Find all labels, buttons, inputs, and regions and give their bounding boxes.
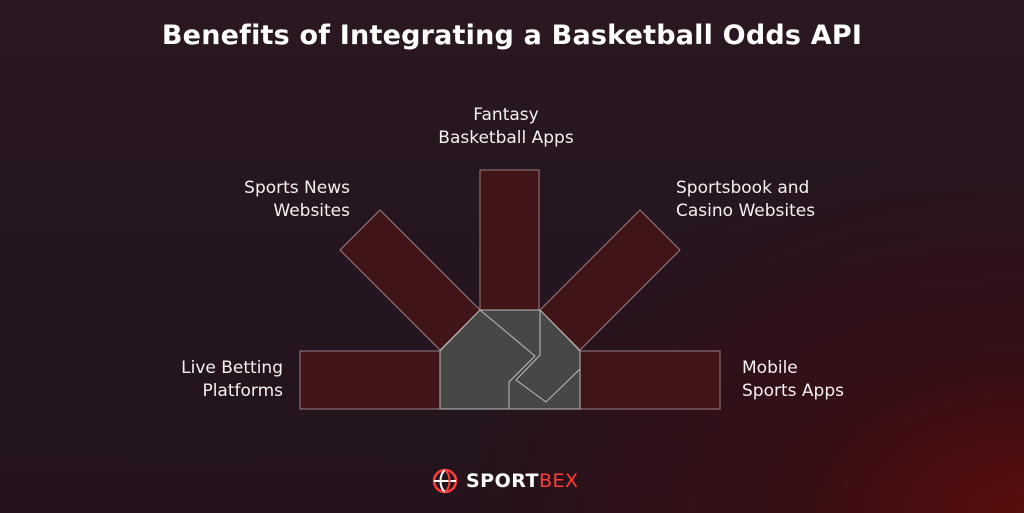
logo-text-bex: BEX	[539, 470, 579, 492]
label-line: Basketball Apps	[438, 128, 574, 148]
label-line: Sports News	[244, 178, 350, 198]
label-sports-news-websites: Sports News Websites	[130, 177, 350, 223]
label-line: Live Betting	[181, 358, 283, 378]
logo-text-sport: SPORT	[466, 470, 539, 492]
core-divider	[515, 310, 581, 403]
label-line: Platforms	[202, 381, 283, 401]
page-title: Benefits of Integrating a Basketball Odd…	[161, 20, 863, 51]
basketball-logo-icon	[432, 468, 458, 494]
bar-fantasy	[479, 169, 540, 311]
core-divider	[479, 309, 536, 409]
bar-sportsbook	[539, 209, 681, 351]
label-line: Casino Websites	[676, 201, 816, 221]
label-fantasy-basketball-apps: Fantasy Basketball Apps	[406, 104, 606, 150]
label-line: Mobile	[742, 358, 798, 378]
label-line: Sports Apps	[742, 381, 844, 401]
bar-sports-news	[339, 209, 481, 351]
logo-text: SPORTBEX	[466, 470, 579, 492]
label-line: Websites	[273, 201, 350, 221]
label-live-betting-platforms: Live Betting Platforms	[70, 357, 283, 403]
label-line: Sportsbook and	[676, 178, 810, 198]
label-sportsbook-casino-websites: Sportsbook and Casino Websites	[676, 177, 936, 223]
bar-mobile	[579, 350, 721, 410]
label-mobile-sports-apps: Mobile Sports Apps	[742, 357, 962, 403]
sportbex-logo: SPORTBEX	[430, 466, 579, 496]
bar-live-betting	[299, 350, 441, 410]
label-line: Fantasy	[473, 105, 539, 125]
